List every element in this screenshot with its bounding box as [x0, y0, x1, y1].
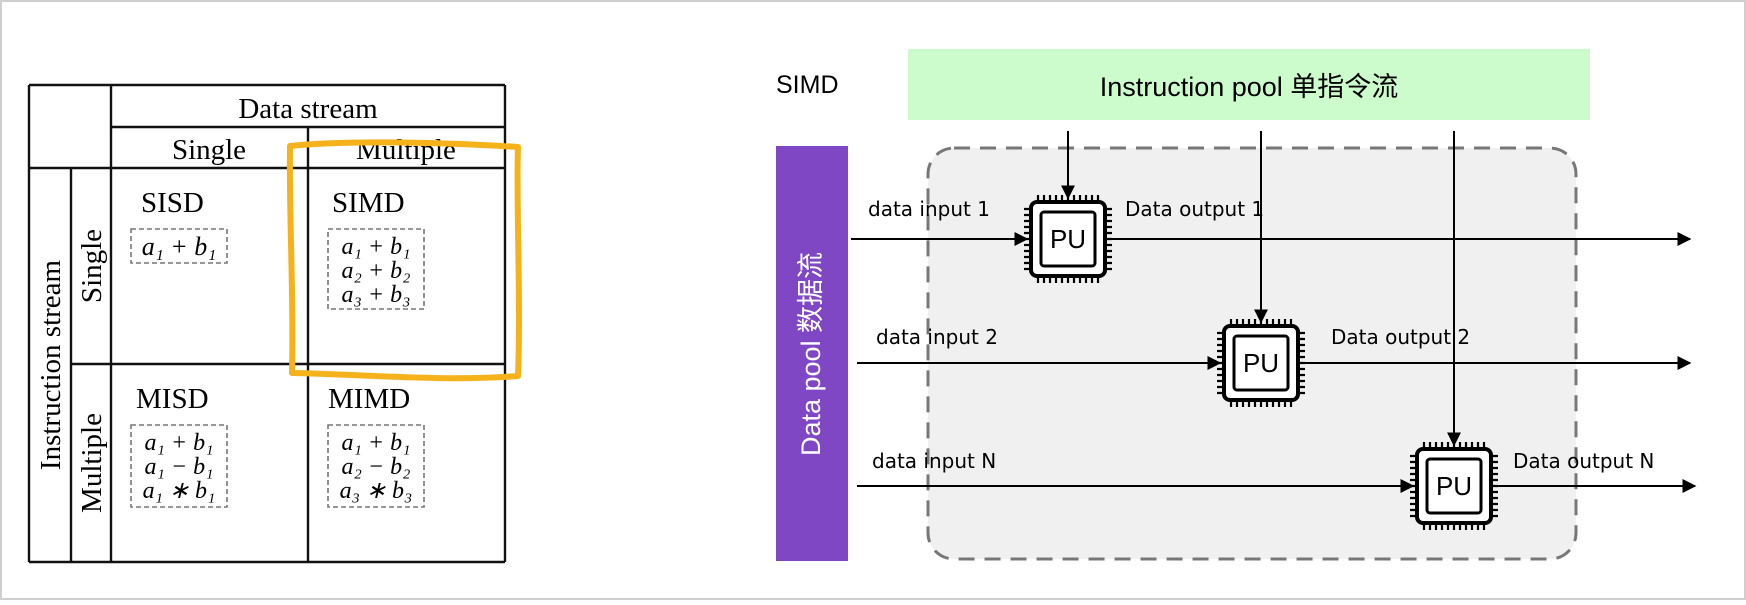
data-input-2: data input 2	[876, 325, 998, 349]
misd-op-2: a₁ − b₁	[145, 454, 214, 480]
data-output-2: Data output 2	[1331, 325, 1470, 349]
signal-arrows	[851, 131, 1697, 493]
data-input-n: data input N	[872, 449, 996, 473]
flynn-taxonomy-table: Data stream Single Multiple Instruction …	[27, 83, 522, 564]
sisd-title: SISD	[141, 187, 204, 219]
processing-units: PU PU PU	[1024, 195, 1498, 530]
pu-label: PU	[1050, 224, 1086, 254]
simd-highlight-box	[286, 139, 522, 382]
misd-title: MISD	[136, 383, 209, 415]
simd-op-1: a₁ + b₁	[342, 234, 411, 260]
sisd-ops-box	[130, 228, 228, 264]
pu-chip-icon: PU	[1217, 319, 1305, 407]
pu-label: PU	[1436, 471, 1472, 501]
instruction-stream-header: Instruction stream	[35, 259, 67, 470]
table-grid	[27, 83, 507, 564]
mimd-title: MIMD	[328, 383, 410, 415]
simd-diagram: SIMD Instruction pool 单指令流 Data pool 数据流…	[776, 49, 1697, 561]
instruction-pool-label: Instruction pool 单指令流	[1100, 72, 1399, 102]
misd-ops-box	[130, 424, 228, 508]
pu-chip-icon: PU	[1410, 442, 1498, 530]
data-stream-header: Data stream	[238, 93, 378, 125]
data-pool-label: Data pool 数据流	[796, 252, 826, 456]
data-input-1: data input 1	[868, 197, 990, 221]
row-multiple-header: Multiple	[76, 413, 108, 513]
data-output-n: Data output N	[1513, 449, 1654, 473]
misd-op-1: a₁ + b₁	[145, 430, 214, 456]
misd-op-3: a₁ ∗ b₁	[143, 478, 216, 504]
mimd-op-1: a₁ + b₁	[342, 430, 411, 456]
mimd-op-2: a₂ − b₂	[342, 454, 411, 480]
mimd-op-3: a₃ ∗ b₃	[340, 478, 413, 504]
pu-label: PU	[1243, 348, 1279, 378]
instruction-pool	[908, 49, 1590, 120]
col-multiple-header: Multiple	[356, 134, 456, 166]
mimd-ops-box	[327, 424, 425, 508]
data-output-1: Data output 1	[1125, 197, 1264, 221]
pu-chip-icon: PU	[1024, 195, 1112, 283]
sisd-op-1: a₁ + b₁	[142, 232, 217, 261]
data-pool	[776, 146, 848, 561]
row-single-header: Single	[76, 229, 108, 303]
simd-ops-box	[327, 228, 425, 310]
simd-op-3: a₃ + b₃	[342, 282, 411, 308]
simd-label: SIMD	[776, 71, 839, 99]
simd-title: SIMD	[332, 187, 405, 219]
col-single-header: Single	[172, 134, 246, 166]
simd-op-2: a₂ + b₂	[342, 258, 411, 284]
